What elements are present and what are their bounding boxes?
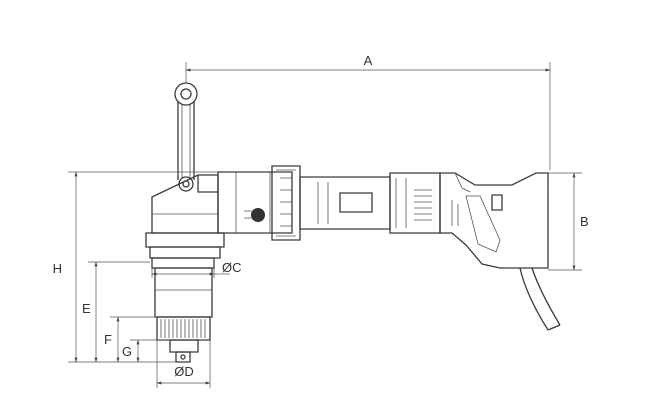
dimension-c: ØC <box>151 260 242 278</box>
power-cable <box>519 267 561 331</box>
dimension-g-label: G <box>122 344 132 359</box>
dimension-b: B <box>548 172 589 271</box>
tool-outline <box>145 82 561 363</box>
motor-body <box>217 165 391 241</box>
reaction-arm <box>174 82 198 192</box>
dimension-d-label: ØD <box>174 364 194 379</box>
knurled-ring <box>156 316 211 341</box>
dimension-h: H <box>53 171 218 363</box>
dimension-lines: A B H E F G <box>53 53 589 388</box>
dimension-e: E <box>82 261 150 363</box>
dimension-e-label: E <box>82 301 91 316</box>
dimension-f-label: F <box>104 332 112 347</box>
handle <box>389 172 549 269</box>
dimension-b-label: B <box>580 214 589 229</box>
dimension-h-label: H <box>53 261 62 276</box>
dimension-d: ØD <box>156 340 211 388</box>
dimension-g: G <box>122 339 170 363</box>
dimension-c-label: ØC <box>222 260 242 275</box>
dimension-f: F <box>104 316 157 363</box>
square-drive <box>169 339 199 363</box>
gear-housing <box>151 257 215 318</box>
dimension-a: A <box>185 53 551 170</box>
dimension-a-label: A <box>364 53 373 68</box>
